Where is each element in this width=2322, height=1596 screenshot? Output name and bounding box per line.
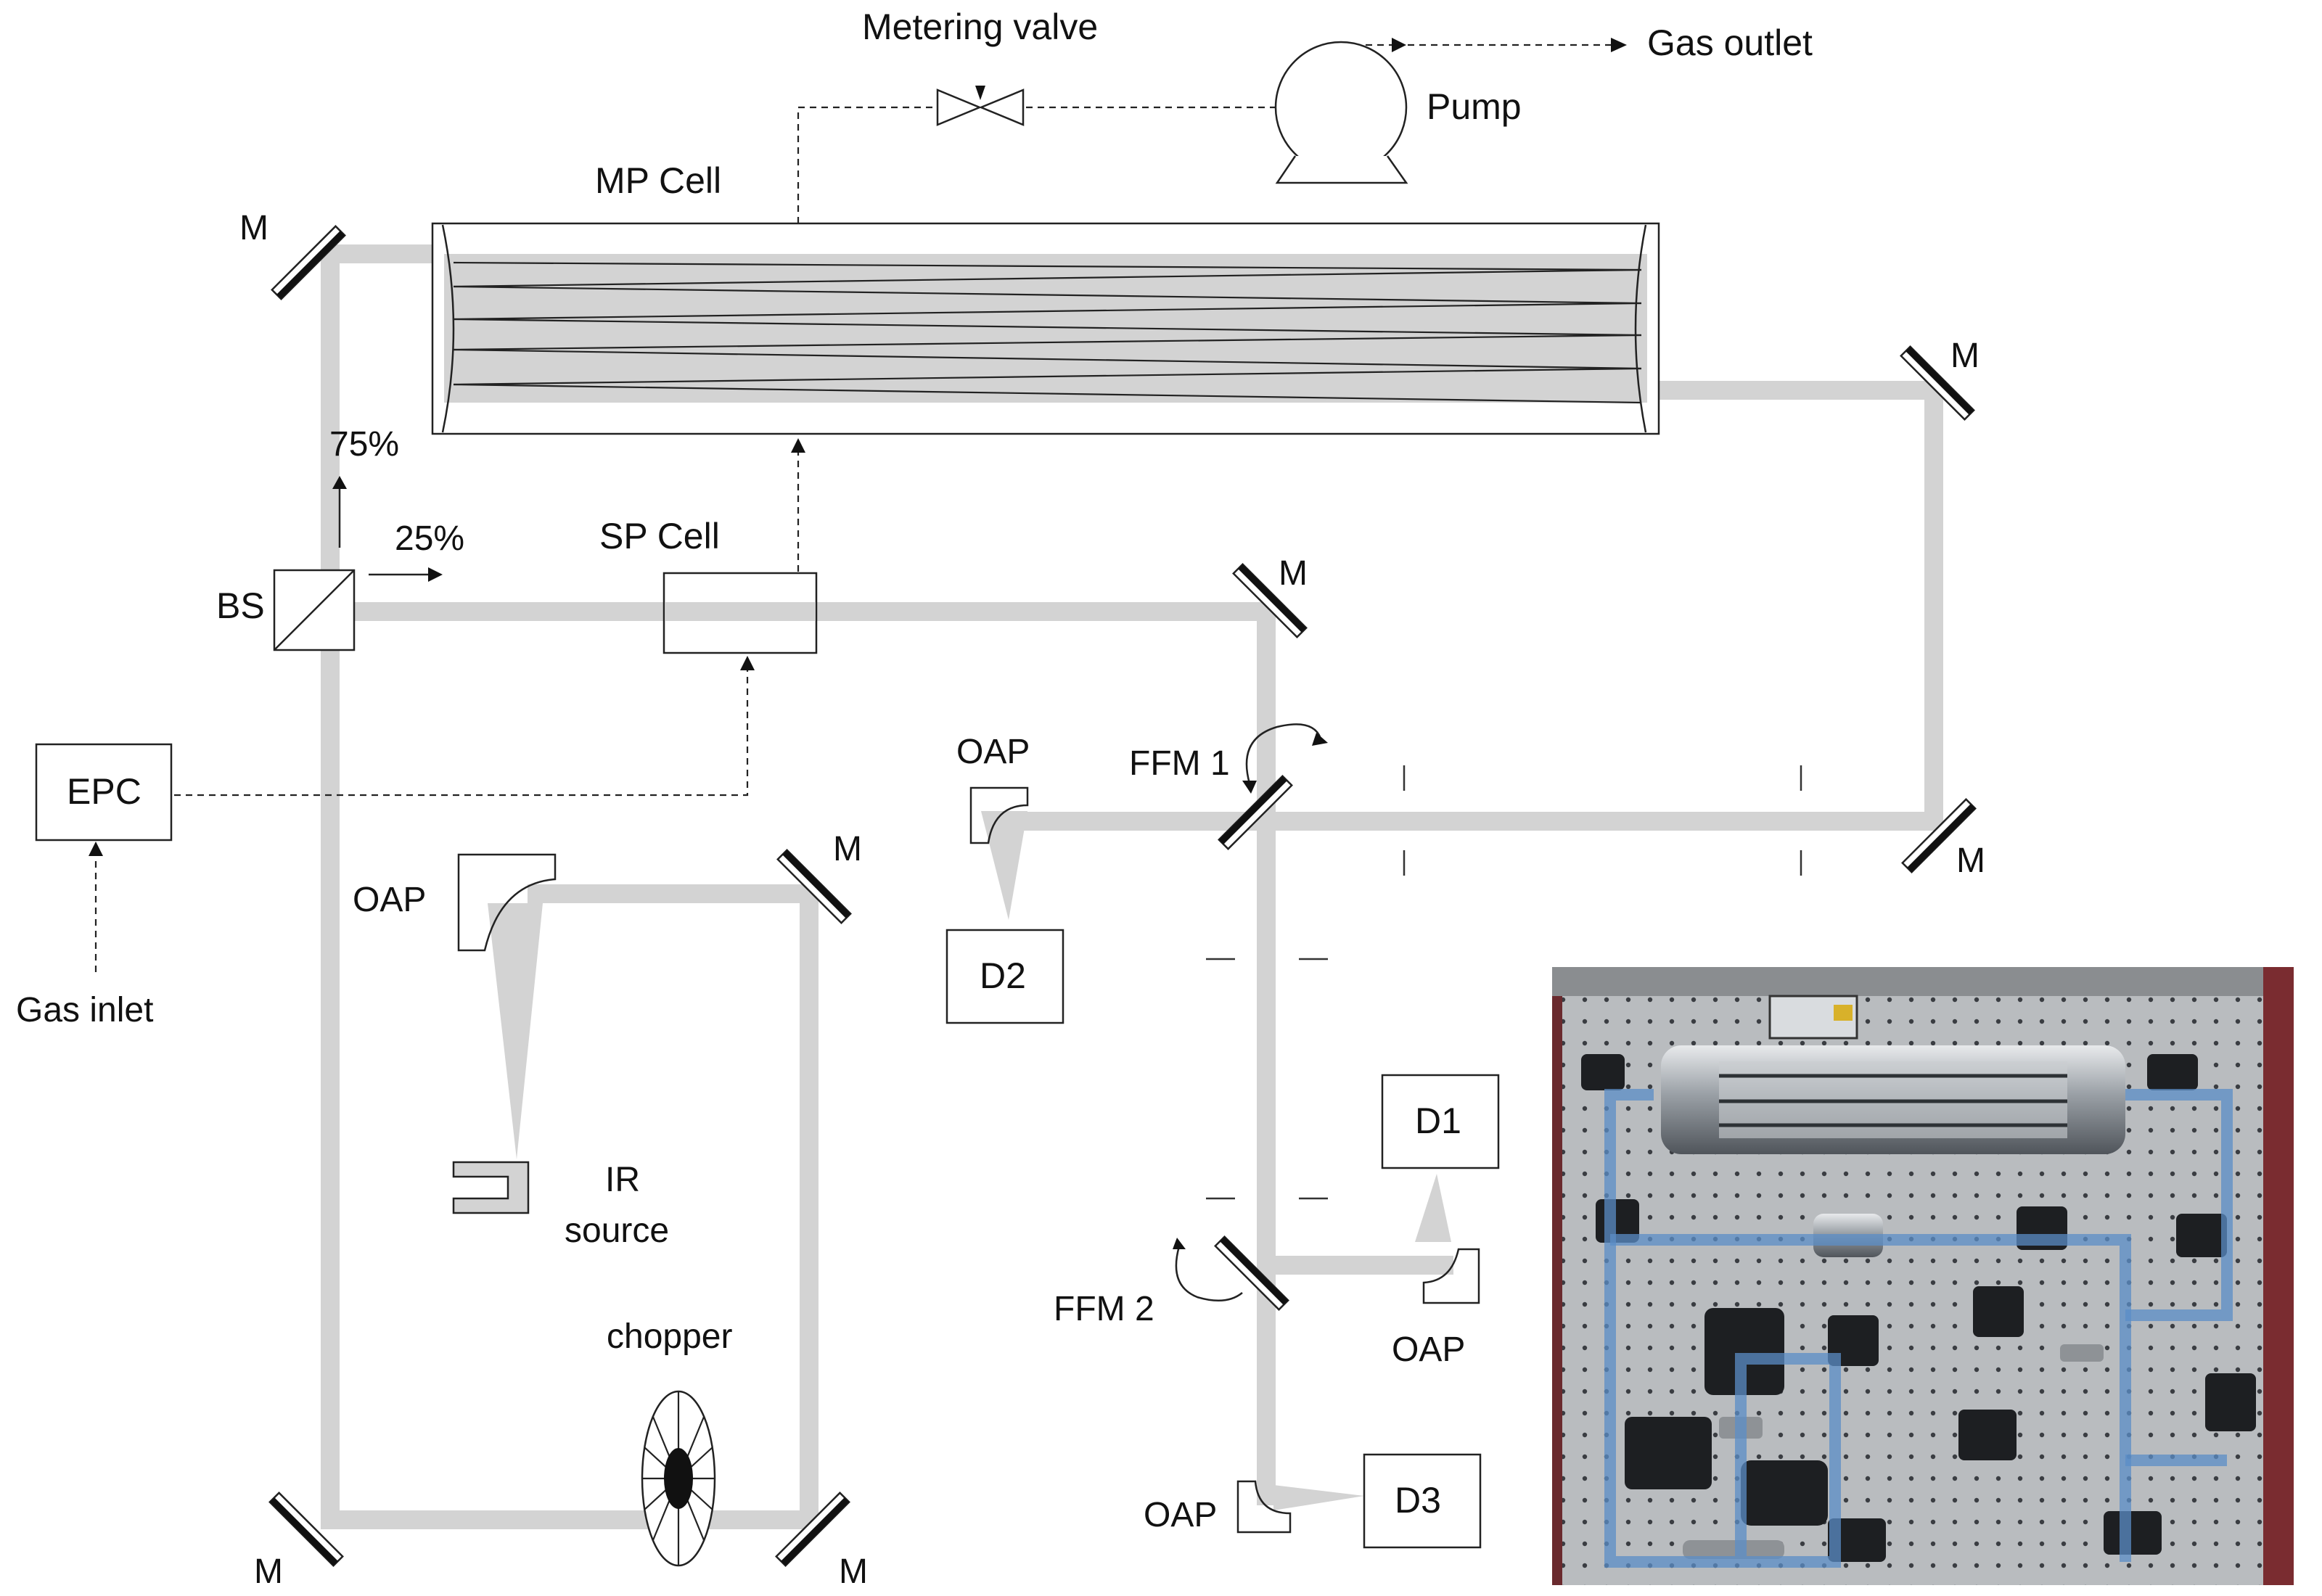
sp-cell-label: SP Cell bbox=[599, 516, 720, 556]
gas-inlet-label: Gas inlet bbox=[16, 991, 153, 1029]
cone-ir-source bbox=[488, 903, 543, 1159]
focus-cones bbox=[488, 811, 1451, 1510]
bs-diagonal bbox=[274, 569, 355, 651]
beam-source-loop bbox=[321, 244, 819, 1529]
mirror-bottom-right-label: M bbox=[839, 1552, 868, 1591]
mirror-sp-corner-label: M bbox=[1279, 554, 1308, 593]
d3-label: D3 bbox=[1395, 1480, 1441, 1521]
photo-beam-overlay bbox=[1604, 1089, 2233, 1568]
mirror-bottom-right bbox=[775, 1492, 850, 1567]
ir-source-label-line2: source bbox=[565, 1212, 669, 1250]
ffm2-rotation-arrow bbox=[1175, 1246, 1243, 1301]
oap-d3-label: OAP bbox=[1144, 1496, 1217, 1534]
chopper: chopper bbox=[607, 1317, 732, 1567]
mirror-sp-corner bbox=[1232, 563, 1308, 638]
mp-cell-reflections bbox=[453, 261, 1642, 404]
chopper-label: chopper bbox=[607, 1317, 732, 1356]
oap-d1: OAP bbox=[1392, 1248, 1480, 1369]
bs-label: BS bbox=[216, 585, 265, 626]
ir-source-label-line1: IR bbox=[605, 1161, 640, 1199]
label-75-percent: 75% bbox=[329, 425, 399, 464]
d1-label: D1 bbox=[1415, 1101, 1461, 1141]
mirror-bottom-left-label: M bbox=[254, 1552, 283, 1591]
detector-d1: D1 bbox=[1381, 1074, 1500, 1169]
arrow-75 bbox=[332, 476, 347, 489]
oap-d2: OAP bbox=[956, 733, 1030, 844]
ffm1-rotation-arrow bbox=[1245, 723, 1322, 784]
metering-valve-label: Metering valve bbox=[862, 7, 1098, 47]
ir-source-shape bbox=[452, 1161, 530, 1214]
cone-d3 bbox=[1273, 1485, 1364, 1510]
mirror-top-right bbox=[1900, 345, 1975, 421]
flip-mirror-1: FFM 1 bbox=[1129, 723, 1328, 850]
sp-cell: SP Cell bbox=[599, 516, 818, 654]
ffm1-label: FFM 1 bbox=[1129, 744, 1230, 783]
mirror-bottom-left bbox=[268, 1492, 344, 1567]
gas-outlet-label: Gas outlet bbox=[1647, 22, 1813, 63]
pump-label: Pump bbox=[1427, 86, 1522, 127]
mirror-source-top-right-label: M bbox=[833, 830, 862, 868]
beam-mp-return bbox=[988, 381, 1943, 831]
detector-d2: D2 bbox=[945, 929, 1064, 1024]
irises bbox=[1206, 765, 1802, 1200]
mirror-source-top-right bbox=[776, 849, 852, 924]
oap-d3: OAP bbox=[1144, 1480, 1292, 1534]
flip-mirror-2: FFM 2 bbox=[1054, 1235, 1289, 1328]
pump: Pump bbox=[1274, 41, 1522, 184]
mirror-right-middle-label: M bbox=[1956, 842, 1985, 880]
mirror-top-left bbox=[271, 225, 346, 300]
epc: EPC bbox=[35, 743, 173, 842]
split-ratio-annotations: 75% 25% bbox=[329, 425, 464, 582]
beam-paths bbox=[321, 244, 1943, 1529]
mp-cell-fill bbox=[444, 254, 1647, 403]
oap-d1-label: OAP bbox=[1392, 1330, 1465, 1369]
mp-cell-label: MP Cell bbox=[595, 160, 721, 201]
oap-source-label: OAP bbox=[353, 881, 426, 919]
mirror-right-middle bbox=[1901, 798, 1977, 873]
pump-base bbox=[1275, 155, 1408, 184]
beam-splitter: BS bbox=[216, 569, 356, 651]
cone-d1 bbox=[1415, 1174, 1451, 1242]
oap-source: OAP bbox=[353, 853, 557, 952]
mp-cell-end-left bbox=[441, 224, 455, 433]
mp-cell-end-right bbox=[1634, 224, 1647, 433]
setup-photograph bbox=[1552, 967, 2294, 1585]
cone-d2 bbox=[981, 811, 1027, 920]
label-25-percent: 25% bbox=[395, 519, 464, 558]
mirrors: M M M M M M bbox=[239, 209, 1985, 1591]
mirror-top-left-label: M bbox=[239, 209, 268, 247]
ffm2-label: FFM 2 bbox=[1054, 1290, 1154, 1328]
arrow-25 bbox=[428, 567, 443, 582]
ir-source: IR source bbox=[452, 1161, 669, 1250]
epc-label: EPC bbox=[67, 771, 141, 812]
setup-photograph-illustration bbox=[1552, 967, 2294, 1585]
beam-sp-path bbox=[332, 602, 1276, 1293]
detector-d3: D3 bbox=[1363, 1453, 1482, 1549]
mirror-top-right-label: M bbox=[1950, 337, 1980, 375]
mp-cell: MP Cell bbox=[431, 160, 1660, 435]
gas-lines bbox=[89, 38, 1627, 972]
chopper-hub bbox=[664, 1448, 693, 1509]
oap-d2-label: OAP bbox=[956, 733, 1030, 771]
metering-valve: Metering valve bbox=[862, 7, 1098, 126]
d2-label: D2 bbox=[980, 955, 1026, 996]
pump-body bbox=[1274, 41, 1408, 174]
